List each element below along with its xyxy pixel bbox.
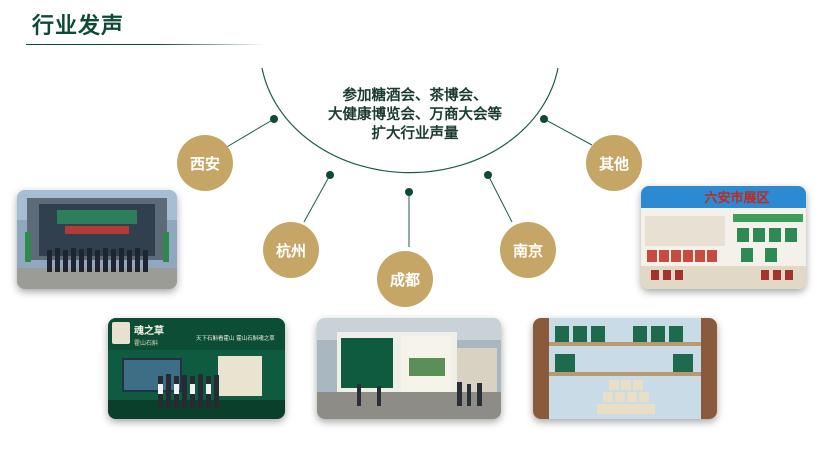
photo-xian-art bbox=[17, 190, 177, 289]
arc-dot-xian bbox=[270, 115, 278, 123]
page-title: 行业发声 bbox=[32, 13, 125, 39]
photo-chengdu-hall bbox=[317, 318, 501, 419]
arc-dot-chengdu bbox=[405, 188, 413, 196]
arc-dot-other bbox=[540, 115, 548, 123]
connector-nanjing bbox=[487, 174, 513, 223]
luan-sign-text: 六安市展区 bbox=[704, 190, 769, 206]
brand-name-text: 魂之草 bbox=[134, 324, 164, 337]
city-chengdu: 成都 bbox=[377, 251, 433, 307]
city-xian: 西安 bbox=[177, 135, 233, 191]
photo-chengdu-art bbox=[317, 318, 501, 419]
photo-nanjing-shelves bbox=[533, 318, 717, 419]
connector-hangzhou bbox=[303, 174, 331, 223]
connector-other bbox=[543, 118, 593, 146]
photo-other-art: 六安市展区 bbox=[641, 186, 806, 289]
photo-hangzhou-art: 魂之草 霍山石斛 天下石斛看霍山 霍山石斛魂之草 bbox=[108, 318, 285, 419]
photo-other-luan: 六安市展区 bbox=[641, 186, 806, 289]
photo-nanjing-art bbox=[533, 318, 717, 419]
caption-line-3: 扩大行业声量 bbox=[371, 125, 459, 142]
arc-dot-nanjing bbox=[484, 171, 492, 179]
arc-line bbox=[261, 67, 559, 174]
photo-hangzhou-booth: 魂之草 霍山石斛 天下石斛看霍山 霍山石斛魂之草 bbox=[108, 318, 285, 419]
city-nanjing: 南京 bbox=[500, 222, 556, 278]
city-other: 其他 bbox=[586, 135, 642, 191]
title-underline bbox=[26, 44, 266, 45]
arc-dot-hangzhou bbox=[326, 171, 334, 179]
connector-xian bbox=[224, 118, 275, 149]
brand-tag-text: 霍山石斛 bbox=[134, 339, 158, 347]
slogan-text: 天下石斛看霍山 霍山石斛魂之草 bbox=[196, 334, 275, 342]
caption-line-2: 大健康博览会、万商大会等 bbox=[328, 106, 502, 123]
center-caption: 参加糖酒会、茶博会、 大健康博览会、万商大会等 扩大行业声量 bbox=[290, 86, 540, 143]
photo-xian-exhibition bbox=[17, 190, 177, 289]
caption-line-1: 参加糖酒会、茶博会、 bbox=[342, 87, 488, 104]
city-hangzhou: 杭州 bbox=[263, 222, 319, 278]
